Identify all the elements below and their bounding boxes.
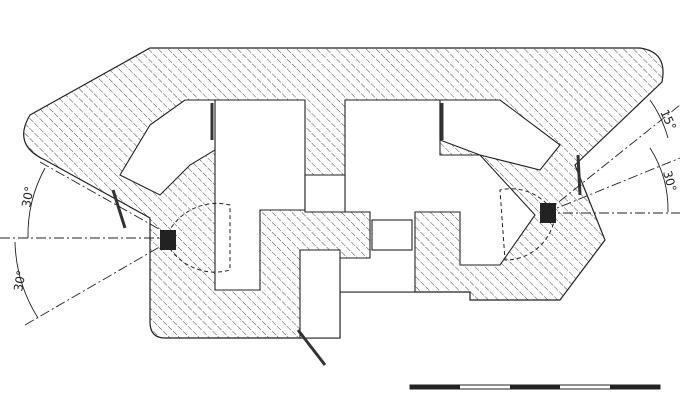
angle-arcs [14,99,669,319]
niche [371,219,413,251]
corridor-center [304,174,346,213]
scale-bar [409,384,661,390]
room-left [214,99,306,291]
angle-label-left-upper: 30° [19,185,36,208]
room-bottom [299,249,341,339]
embrasure-left-room [119,99,216,196]
shutters [111,103,582,366]
angle-label-right-upper: 15° [657,107,679,132]
embrasure-right-room [439,99,561,171]
angle-label-left-lower: 30° [11,269,28,292]
gun-position-left [160,202,231,273]
interior-rooms [119,99,561,339]
angle-label-right-lower: 30° [660,169,679,193]
sector-lines [0,104,680,326]
